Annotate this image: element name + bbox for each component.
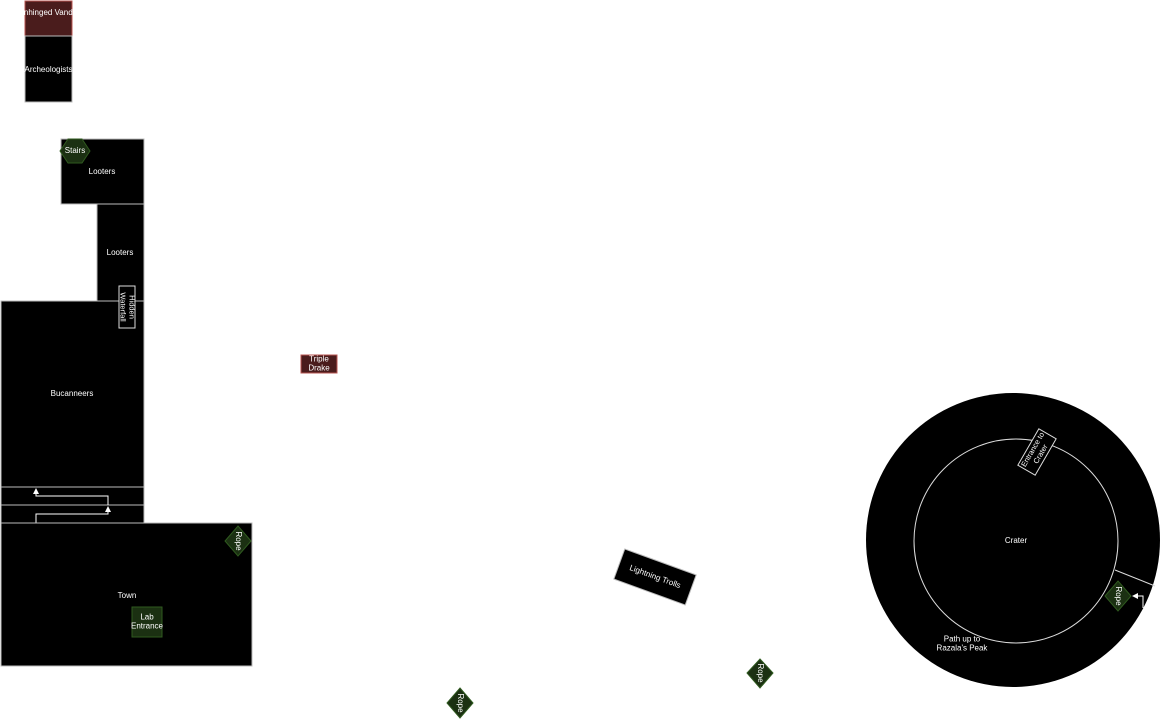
link-stairs[interactable]: Stairs <box>59 138 91 164</box>
link-label: Stairs <box>65 146 85 155</box>
room-crater[interactable]: Crater <box>913 438 1119 644</box>
link-label: Rope <box>234 531 243 551</box>
arrow-path <box>1132 593 1144 608</box>
link-label: Rope <box>1114 586 1123 606</box>
room-label: Looters <box>89 167 116 176</box>
room-unhinged-vandal[interactable]: Unhinged Vandal <box>18 0 79 37</box>
room-hidden-waterfall[interactable]: HiddenWaterfall <box>118 285 137 329</box>
room-label: Bucanneers <box>51 389 94 398</box>
crater-divider <box>1114 569 1156 587</box>
room-lightning-trolls[interactable]: Lightning Trolls <box>613 548 697 606</box>
link-rope-crater[interactable]: Rope <box>1104 580 1132 612</box>
arrow-path <box>35 506 111 523</box>
room-label: HiddenWaterfall <box>119 292 137 322</box>
room-label: Unhinged Vandal <box>18 8 79 17</box>
room-label: Looters <box>107 248 134 257</box>
room-looters-lower[interactable]: Looters <box>96 203 145 302</box>
room-label: Town <box>118 591 137 600</box>
link-label: Rope <box>756 663 765 683</box>
link-rope-town[interactable]: Rope <box>224 525 252 557</box>
arrow-path <box>33 488 109 505</box>
link-rope-center[interactable]: Rope <box>746 658 774 689</box>
link-label: Rope <box>456 693 465 713</box>
room-bucanneers[interactable]: Bucanneers <box>0 300 145 488</box>
link-rope-bottom[interactable]: Rope <box>446 687 474 719</box>
room-town[interactable]: Town <box>0 522 253 667</box>
room-label: Crater <box>1005 536 1028 545</box>
room-label: Archeologists <box>24 65 72 74</box>
room-archeologists[interactable]: Archeologists <box>24 35 73 103</box>
